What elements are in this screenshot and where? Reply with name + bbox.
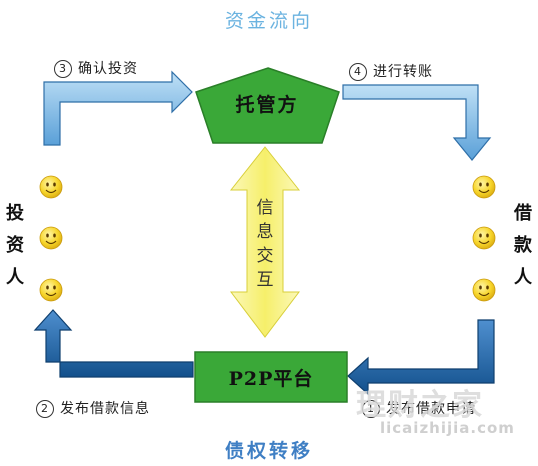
borrower-smiley-icons [472, 175, 496, 302]
custodian-node [195, 67, 340, 144]
custodian-label: 托管方 [235, 94, 299, 116]
platform-label: P2P平台 [228, 368, 314, 390]
step-number-badge: 2 [36, 400, 54, 418]
watermark-url: licaizhijia.com [380, 419, 515, 437]
step-text: 确认投资 [78, 61, 138, 77]
smiley-face-icon [472, 226, 496, 250]
step-number-badge: 3 [54, 60, 72, 78]
borrower-label: 借款人 [514, 203, 532, 288]
step-text: 发布借款申请 [386, 401, 476, 417]
debt-flow-arrow-publish-info [33, 309, 194, 378]
platform-node [194, 351, 348, 403]
step-1-label: 1 发布借款申请 [362, 398, 476, 418]
fund-flow-title: 资金流向 [224, 10, 313, 32]
watermark-brand: 理财之家 [356, 388, 484, 423]
step-text: 进行转账 [373, 64, 433, 80]
step-2-label: 2 发布借款信息 [36, 398, 150, 418]
money-flow-arrow-confirm-investment [43, 70, 193, 146]
step-text: 发布借款信息 [60, 401, 150, 417]
debt-transfer-title: 债权转移 [224, 440, 313, 462]
step-number-badge: 4 [349, 63, 367, 81]
smiley-face-icon [39, 175, 63, 199]
info-exchange-label: 信息交互 [256, 198, 274, 290]
investor-smiley-icons [39, 175, 63, 302]
investor-label: 投资人 [6, 203, 24, 288]
info-exchange-double-arrow [229, 146, 301, 338]
smiley-face-icon [472, 278, 496, 302]
debt-flow-arrow-loan-application [347, 319, 495, 396]
step-number-badge: 1 [362, 400, 380, 418]
step-3-label: 3 确认投资 [54, 58, 138, 78]
smiley-face-icon [472, 175, 496, 199]
step-4-label: 4 进行转账 [349, 61, 433, 81]
money-flow-arrow-transfer [342, 84, 492, 161]
smiley-face-icon [39, 278, 63, 302]
smiley-face-icon [39, 226, 63, 250]
